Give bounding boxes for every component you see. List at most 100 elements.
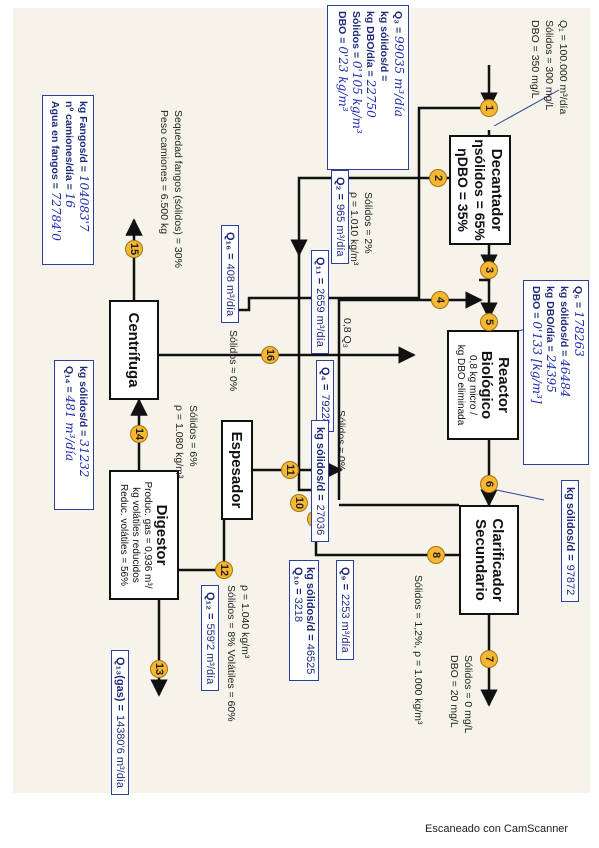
data-box-fangos-row: Agua en fangos = 72784'0 — [48, 101, 63, 259]
tag-q11-key: Q₁₁ = — [314, 257, 326, 285]
data-box-stream-5-row-key: kg sólidos/d = — [558, 286, 570, 360]
data-box-stream-3-row: Sólidos = 0'105 kg/m³ — [349, 11, 364, 164]
tag-kg-solidos-6: kg sólidos/d = 97872 — [561, 480, 579, 603]
tag-q10-row-1: kg sólidos/d = 46525 — [304, 567, 316, 674]
scanner-footer: Escaneado con CamScanner — [425, 823, 569, 835]
data-box-stream-3-row: DBO = 0'23 kg/m³ — [335, 11, 350, 164]
data-box-stream-5-row: kg sólidos/d = 46484 — [557, 286, 572, 459]
p16-label: Sólidos ≈ 0% — [227, 330, 239, 392]
p12-density: ρ = 1.040 kg/m³ — [239, 585, 251, 659]
data-box-stream-5-row-value: 24395 — [544, 354, 558, 393]
tag-kg-solidos-9-value: 27036 — [314, 504, 326, 536]
tag-q10: kg sólidos/d = 46525 Q₁₀ = 3218 — [289, 560, 319, 682]
tag-q16-value: 408 m³/día — [224, 263, 236, 317]
reactor-line-2: kg DBO eliminada — [455, 344, 466, 426]
data-box-stream-14-row-key: Q₁₄ = — [63, 366, 75, 396]
tag-q9-key: Q₉ = — [339, 567, 351, 590]
point-14: 14 — [130, 425, 148, 443]
point-10: 10 — [290, 494, 308, 512]
data-box-stream-5-row: kg DBO/día = 24395 — [543, 286, 558, 459]
point-2: 2 — [429, 169, 447, 187]
inlet-dbo: DBO = 350 mg/L — [529, 20, 541, 99]
centrifuga-unit: Centrífuga — [109, 300, 159, 400]
clarificador-unit: Clarificador Secundario — [459, 505, 519, 615]
tag-q12-value: 559'2 m³/día — [204, 623, 216, 685]
tag-q16-key: Q₁₆ = — [224, 232, 236, 260]
decantador-unit: Decantador ηsólidos = 65% ηDBO = 35% — [449, 135, 511, 245]
data-box-fangos-row: kg Fangos/d = 104083'7 — [76, 101, 91, 259]
tag-q9-value: 2253 m³/día — [339, 594, 351, 653]
tag-kg-solidos-9: kg sólidos/d = 27036 — [311, 420, 329, 543]
decantador-eff-solids: ηsólidos = 65% — [472, 139, 489, 241]
reactor-line-1: 0,8 kg micro / — [467, 354, 478, 416]
p2-solids: Sólidos = 2% — [362, 192, 374, 254]
p14-solids: Sólidos = 6% — [187, 405, 199, 467]
tag-q13-key: Q₁₃(gas) = — [114, 657, 126, 711]
data-box-stream-5-row-key: kg DBO/día = — [544, 286, 556, 355]
digestor-line-2: kg volátiles reducidos — [130, 487, 142, 583]
tag-q2: Q₂ = 965 m³/día — [331, 170, 349, 264]
digestor-line-3: Reduc. volátiles = 56% — [118, 483, 130, 586]
data-box-stream-5-row-value: 0'133 [kg/m³] — [530, 321, 544, 404]
data-box-stream-3-row-key: kg DBO/día = — [364, 11, 376, 80]
p15-truck-weight: Peso camiones = 6.500 kg — [158, 110, 170, 235]
flow-diagram: Decantador ηsólidos = 65% ηDBO = 35% Rea… — [42, 5, 589, 795]
point-3: 3 — [480, 261, 498, 279]
tag-q13: Q₁₃(gas) = 14380'6 m³/día — [111, 650, 129, 795]
data-box-fangos-row: nº camiones/día = 16 — [62, 101, 77, 259]
data-box-stream-3-row: Q₃ = 99035 m³/día — [391, 11, 406, 164]
tag-q11: Q₁₁ = 2659 m³/día — [311, 250, 329, 354]
tag-kg-solidos-6-value: 97872 — [564, 564, 576, 596]
point-5: 5 — [480, 313, 498, 331]
data-box-fangos-row-value: 16 — [63, 192, 77, 208]
data-box-stream-5-row: DBO = 0'133 [kg/m³] — [529, 286, 544, 459]
point-12: 12 — [215, 561, 233, 579]
tag-q2-key: Q₂ = — [334, 177, 346, 200]
espesador-unit: Espesador — [221, 420, 253, 520]
data-box-stream-3-row-key: Q₃ = — [392, 11, 404, 36]
data-box-stream-3-row: kg DBO/día = 22750 — [363, 11, 378, 164]
data-box-stream-14-row-value: 31232 — [77, 439, 91, 478]
data-box-fangos-row-key: nº camiones/día = — [63, 101, 75, 193]
point-11: 11 — [281, 461, 299, 479]
point-1: 1 — [480, 99, 498, 117]
data-box-stream-3-row-value: 0'105 kg/m³ — [350, 60, 364, 134]
data-box-stream-5-row-key: DBO = — [530, 286, 542, 322]
p15-dryness: Sequedad fangos (sólidos) = 30% — [172, 110, 184, 268]
data-box-stream-14-row: Q₁₄ = 481 m³/día — [62, 366, 77, 504]
inlet-flow: Q₁ = 100.000 m³/día — [557, 20, 569, 115]
data-box-stream-3-row-value: 99035 m³/día — [392, 36, 406, 117]
tag-q10-value-2: 3218 — [292, 597, 304, 623]
tag-q16: Q₁₆ = 408 m³/día — [221, 225, 239, 324]
p8-label: Sólidos = 1,2%, ρ = 1.000 kg/m³ — [412, 575, 424, 725]
data-box-stream-14-row: kg sólidos/d = 31232 — [76, 366, 91, 504]
data-box-fangos-row-key: Agua en fangos = — [49, 101, 61, 192]
tag-q10-key: kg sólidos/d = — [304, 567, 316, 641]
point-8: 8 — [427, 546, 445, 564]
data-box-stream-3-row-key: Sólidos = — [350, 11, 362, 61]
data-box-stream-14-row-key: kg sólidos/d = — [77, 366, 89, 440]
espesador-title: Espesador — [228, 431, 246, 509]
reactor-title: Reactor Biológico — [478, 350, 512, 420]
digestor-line-1: Produc. gas = 0,936 m³/ — [142, 481, 154, 589]
tag-q10-row-2: Q₁₀ = 3218 — [292, 567, 304, 622]
data-box-fangos-row-key: kg Fangos/d = — [77, 101, 89, 175]
tag-kg-solidos-9-key: kg sólidos/d = — [314, 427, 326, 501]
data-box-fangos-row-value: 104083'7 — [77, 174, 91, 232]
tag-q2-value: 965 m³/día — [334, 203, 346, 257]
p7-dbo: DBO = 20 mg/L — [448, 655, 460, 728]
decantador-eff-dbo: ηDBO = 35% — [455, 148, 472, 232]
data-box-stream-3-row-key: kg sólidos/d = — [378, 11, 390, 82]
point-7: 7 — [480, 650, 498, 668]
tag-q10-key-2: Q₁₀ = — [292, 567, 304, 595]
tag-q12-key: Q₁₂ = — [204, 592, 216, 620]
centrifuga-title: Centrífuga — [125, 312, 143, 388]
data-box-stream-3-row-key: DBO = — [336, 11, 348, 47]
tag-q9: Q₉ = 2253 m³/día — [336, 560, 354, 660]
point-13: 13 — [150, 660, 168, 678]
inlet-solids: Sólidos = 300 mg/L — [543, 20, 555, 111]
